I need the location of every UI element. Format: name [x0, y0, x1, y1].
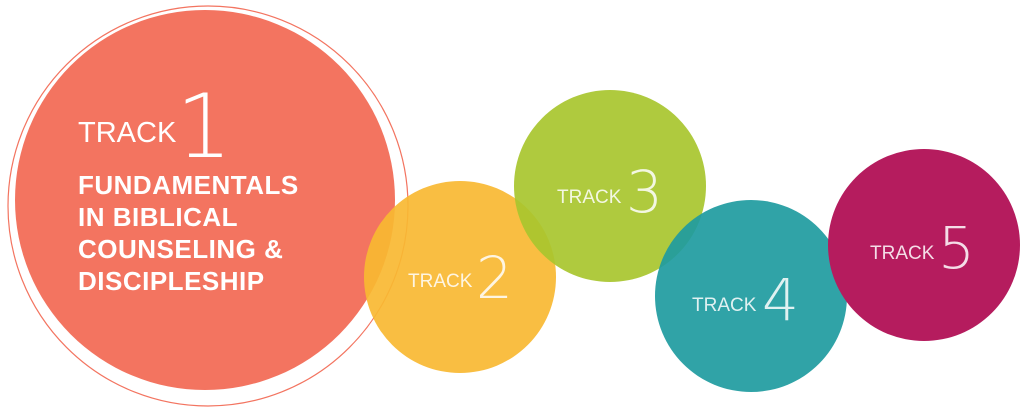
track-4-number: 4: [762, 266, 799, 334]
track-3-label: TRACK: [557, 187, 622, 208]
track-2-circle: [364, 181, 556, 373]
track-3-number: 3: [626, 158, 663, 226]
track-5-label: TRACK: [870, 243, 935, 264]
track-4-circle: [655, 200, 847, 392]
track-1-number: 1: [176, 75, 232, 178]
track-1-title-line-2: IN BIBLICAL: [78, 202, 238, 232]
track-1-title-line-1: FUNDAMENTALS: [78, 170, 299, 200]
track-4-label: TRACK: [692, 295, 757, 316]
track-3-circle: [514, 90, 706, 282]
track-1-title-line-3: COUNSELING &: [78, 234, 283, 264]
track-1-label: TRACK: [78, 117, 177, 149]
track-2-label: TRACK: [408, 271, 473, 292]
track-5-number: 5: [938, 214, 975, 282]
track-5-circle: [828, 149, 1020, 341]
track-2-number: 2: [476, 244, 513, 312]
track-1-circle: [15, 10, 395, 390]
track-1-title-line-4: DISCIPLESHIP: [78, 266, 265, 296]
